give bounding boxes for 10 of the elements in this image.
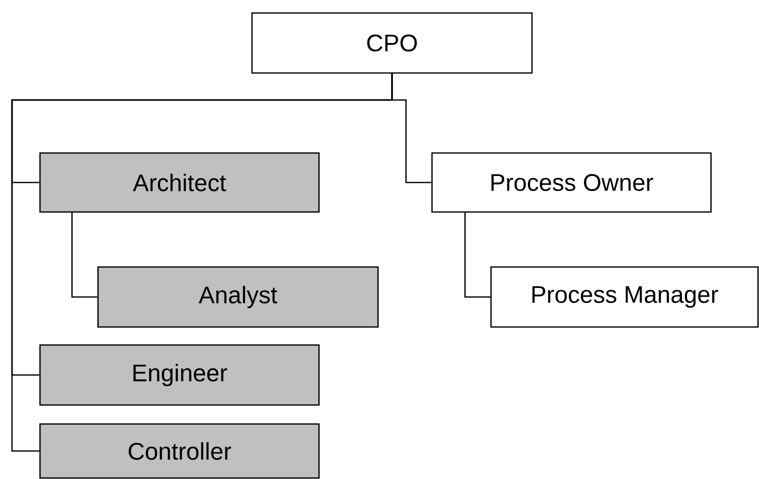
org-box: Architect [39, 152, 320, 213]
org-box: Process Manager [490, 266, 759, 328]
org-box: Controller [39, 423, 320, 479]
org-box: Analyst [97, 266, 379, 328]
connector-line [71, 212, 98, 298]
connector-line [464, 212, 490, 298]
org-box: Process Owner [431, 152, 712, 213]
connector-line [391, 73, 432, 184]
org-box: Engineer [39, 344, 320, 406]
org-box: CPO [251, 12, 533, 74]
